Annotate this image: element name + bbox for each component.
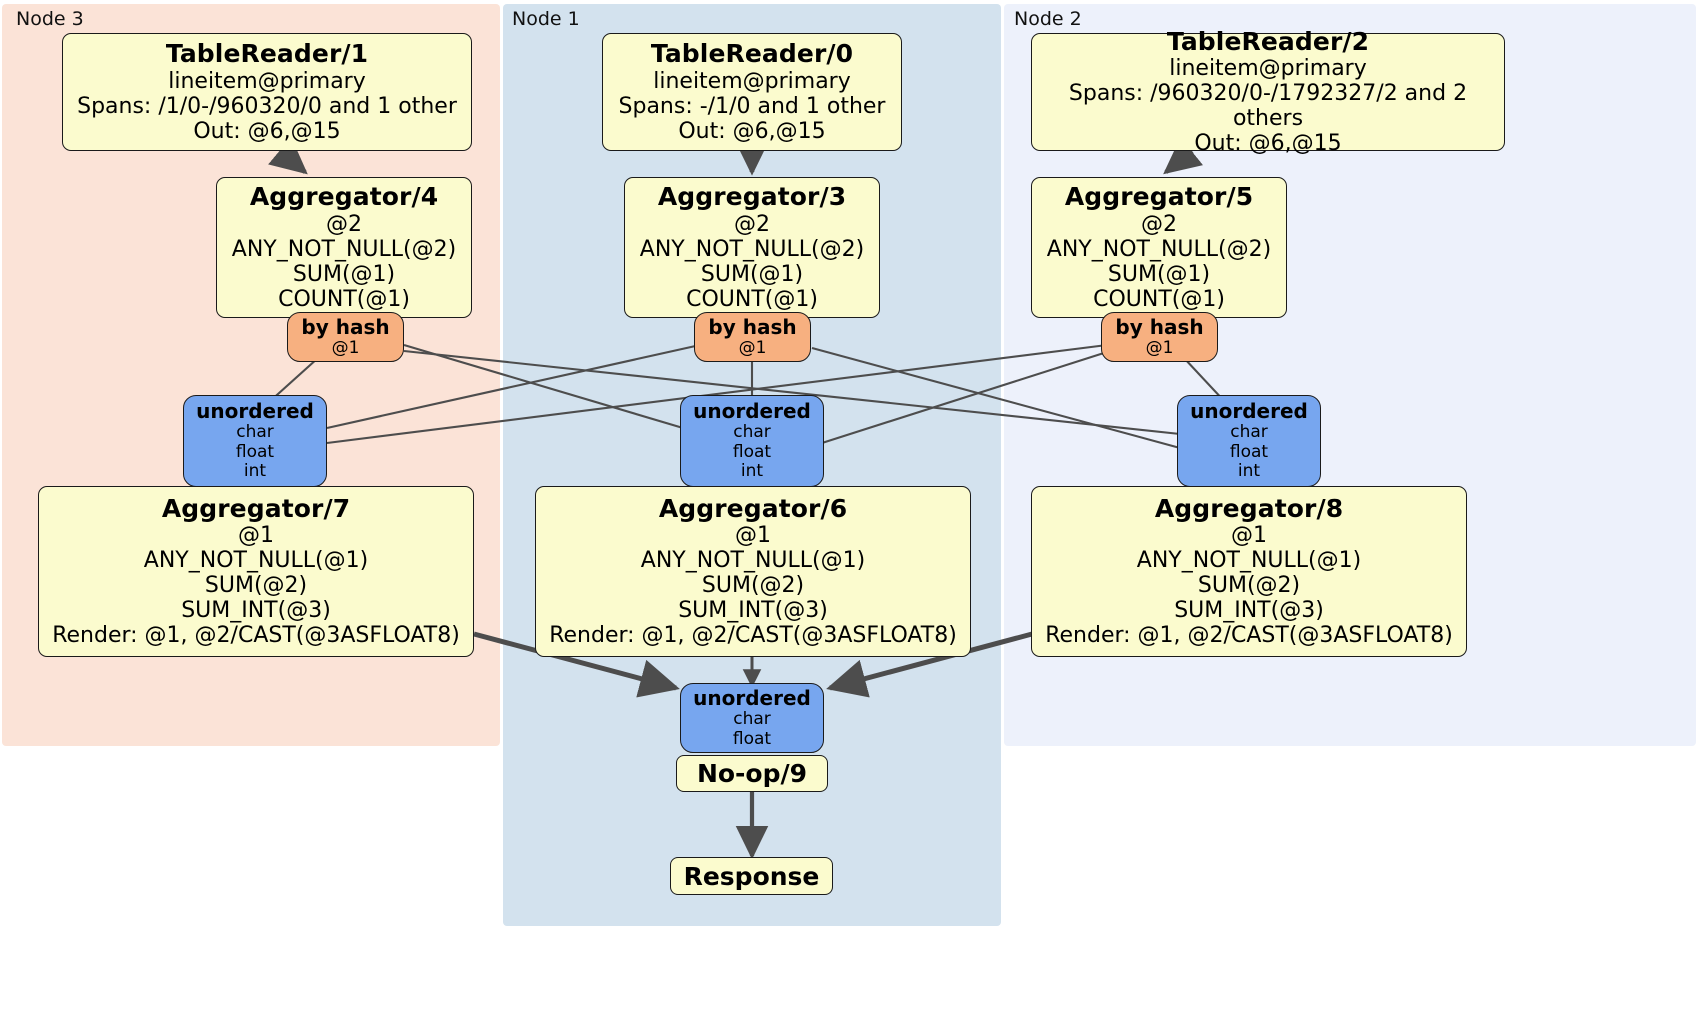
processor-line: Spans: /960320/0-/1792327/2 and 2 others (1068, 81, 1468, 132)
processor-line: ANY_NOT_NULL(@1) (640, 548, 866, 574)
router-by-hash-node1[interactable]: by hash @1 (694, 312, 811, 362)
processor-tablereader-2[interactable]: TableReader/2 lineitem@primary Spans: /9… (1031, 27, 1505, 156)
processor-line: SUM(@1) (292, 261, 396, 287)
processor-noop-9[interactable]: No-op/9 (676, 755, 828, 792)
router-by-hash-node2[interactable]: by hash @1 (1101, 312, 1218, 362)
router-line: @1 (331, 337, 360, 358)
processor-line: Out: @6,@15 (193, 118, 341, 144)
processor-line: @2 (734, 211, 770, 237)
router-line: char (733, 708, 771, 729)
processor-line: SUM(@1) (1107, 261, 1211, 287)
processor-line: ANY_NOT_NULL(@2) (1046, 236, 1272, 262)
processor-aggregator-8[interactable]: Aggregator/8 @1 ANY_NOT_NULL(@1) SUM(@2)… (1031, 486, 1467, 657)
router-line: char (236, 422, 274, 443)
processor-line: SUM(@1) (700, 261, 804, 287)
processor-tablereader-1[interactable]: TableReader/1 lineitem@primary Spans: /1… (62, 33, 472, 151)
processor-line: COUNT(@1) (278, 286, 410, 312)
processor-title: Aggregator/3 (657, 182, 847, 212)
processor-line: ANY_NOT_NULL(@2) (231, 236, 457, 262)
processor-line: ANY_NOT_NULL(@1) (143, 548, 369, 574)
router-unordered-node3[interactable]: unordered char float int (183, 395, 327, 487)
processor-render-line: Render: @1, @2/CAST(@3ASFLOAT8) (52, 623, 460, 649)
processor-line: SUM_INT(@3) (678, 598, 828, 624)
router-title: unordered (693, 398, 811, 423)
processor-line: SUM(@2) (701, 573, 805, 599)
processor-title: Response (683, 861, 820, 891)
processor-aggregator-5[interactable]: Aggregator/5 @2 ANY_NOT_NULL(@2) SUM(@1)… (1031, 177, 1287, 318)
processor-title: Aggregator/7 (161, 493, 351, 523)
processor-title: Aggregator/8 (1154, 493, 1344, 523)
processor-line: ANY_NOT_NULL(@2) (639, 236, 865, 262)
processor-line: SUM_INT(@3) (181, 598, 331, 624)
processor-line: lineitem@primary (1169, 56, 1367, 82)
processor-line: Spans: -/1/0 and 1 other (618, 93, 886, 119)
router-line: int (1237, 461, 1261, 482)
processor-line: @1 (238, 523, 274, 549)
processor-title: Aggregator/6 (658, 493, 848, 523)
processor-line: SUM(@2) (204, 573, 308, 599)
processor-line: @1 (1231, 523, 1267, 549)
processor-aggregator-7[interactable]: Aggregator/7 @1 ANY_NOT_NULL(@1) SUM(@2)… (38, 486, 474, 657)
router-line: char (733, 422, 771, 443)
processor-line: SUM_INT(@3) (1174, 598, 1324, 624)
router-line: float (235, 441, 275, 462)
router-by-hash-node3[interactable]: by hash @1 (287, 312, 404, 362)
router-title: by hash (1115, 314, 1204, 339)
router-unordered-node2[interactable]: unordered char float int (1177, 395, 1321, 487)
router-line: char (1230, 422, 1268, 443)
processor-title: No-op/9 (696, 759, 808, 788)
processor-line: @2 (1141, 211, 1177, 237)
processor-line: lineitem@primary (168, 68, 366, 94)
processor-render-line: Render: @1, @2/CAST(@3ASFLOAT8) (549, 623, 957, 649)
router-title: by hash (708, 314, 797, 339)
processor-line: Out: @6,@15 (678, 118, 826, 144)
processor-title: TableReader/1 (165, 39, 369, 69)
panel-node-3-label: Node 3 (16, 8, 84, 30)
processor-line: Out: @6,@15 (1194, 131, 1342, 157)
processor-title: TableReader/0 (650, 39, 854, 69)
processor-line: lineitem@primary (653, 68, 851, 94)
router-line: @1 (1145, 337, 1174, 358)
router-line: float (732, 441, 772, 462)
processor-line: COUNT(@1) (686, 286, 818, 312)
router-line: @1 (738, 337, 767, 358)
router-unordered-final[interactable]: unordered char float (680, 683, 824, 753)
router-unordered-node1[interactable]: unordered char float int (680, 395, 824, 487)
router-title: unordered (1190, 398, 1308, 423)
router-line: float (732, 728, 772, 749)
panel-node-2-label: Node 2 (1014, 8, 1082, 30)
processor-render-line: Render: @1, @2/CAST(@3ASFLOAT8) (1045, 623, 1453, 649)
router-line: int (243, 461, 267, 482)
processor-aggregator-6[interactable]: Aggregator/6 @1 ANY_NOT_NULL(@1) SUM(@2)… (535, 486, 971, 657)
router-title: unordered (693, 685, 811, 710)
processor-line: @2 (326, 211, 362, 237)
processor-title: Aggregator/5 (1064, 182, 1254, 212)
processor-line: COUNT(@1) (1093, 286, 1225, 312)
processor-line: ANY_NOT_NULL(@1) (1136, 548, 1362, 574)
router-line: float (1229, 441, 1269, 462)
router-title: unordered (196, 398, 314, 423)
processor-aggregator-3[interactable]: Aggregator/3 @2 ANY_NOT_NULL(@2) SUM(@1)… (624, 177, 880, 318)
panel-node-1-label: Node 1 (512, 8, 580, 30)
processor-title: TableReader/2 (1166, 26, 1370, 56)
router-line: int (740, 461, 764, 482)
processor-tablereader-0[interactable]: TableReader/0 lineitem@primary Spans: -/… (602, 33, 902, 151)
processor-aggregator-4[interactable]: Aggregator/4 @2 ANY_NOT_NULL(@2) SUM(@1)… (216, 177, 472, 318)
processor-line: @1 (735, 523, 771, 549)
router-title: by hash (301, 314, 390, 339)
processor-response[interactable]: Response (670, 857, 833, 895)
processor-line: SUM(@2) (1197, 573, 1301, 599)
processor-title: Aggregator/4 (249, 182, 439, 212)
processor-line: Spans: /1/0-/960320/0 and 1 other (77, 93, 457, 119)
